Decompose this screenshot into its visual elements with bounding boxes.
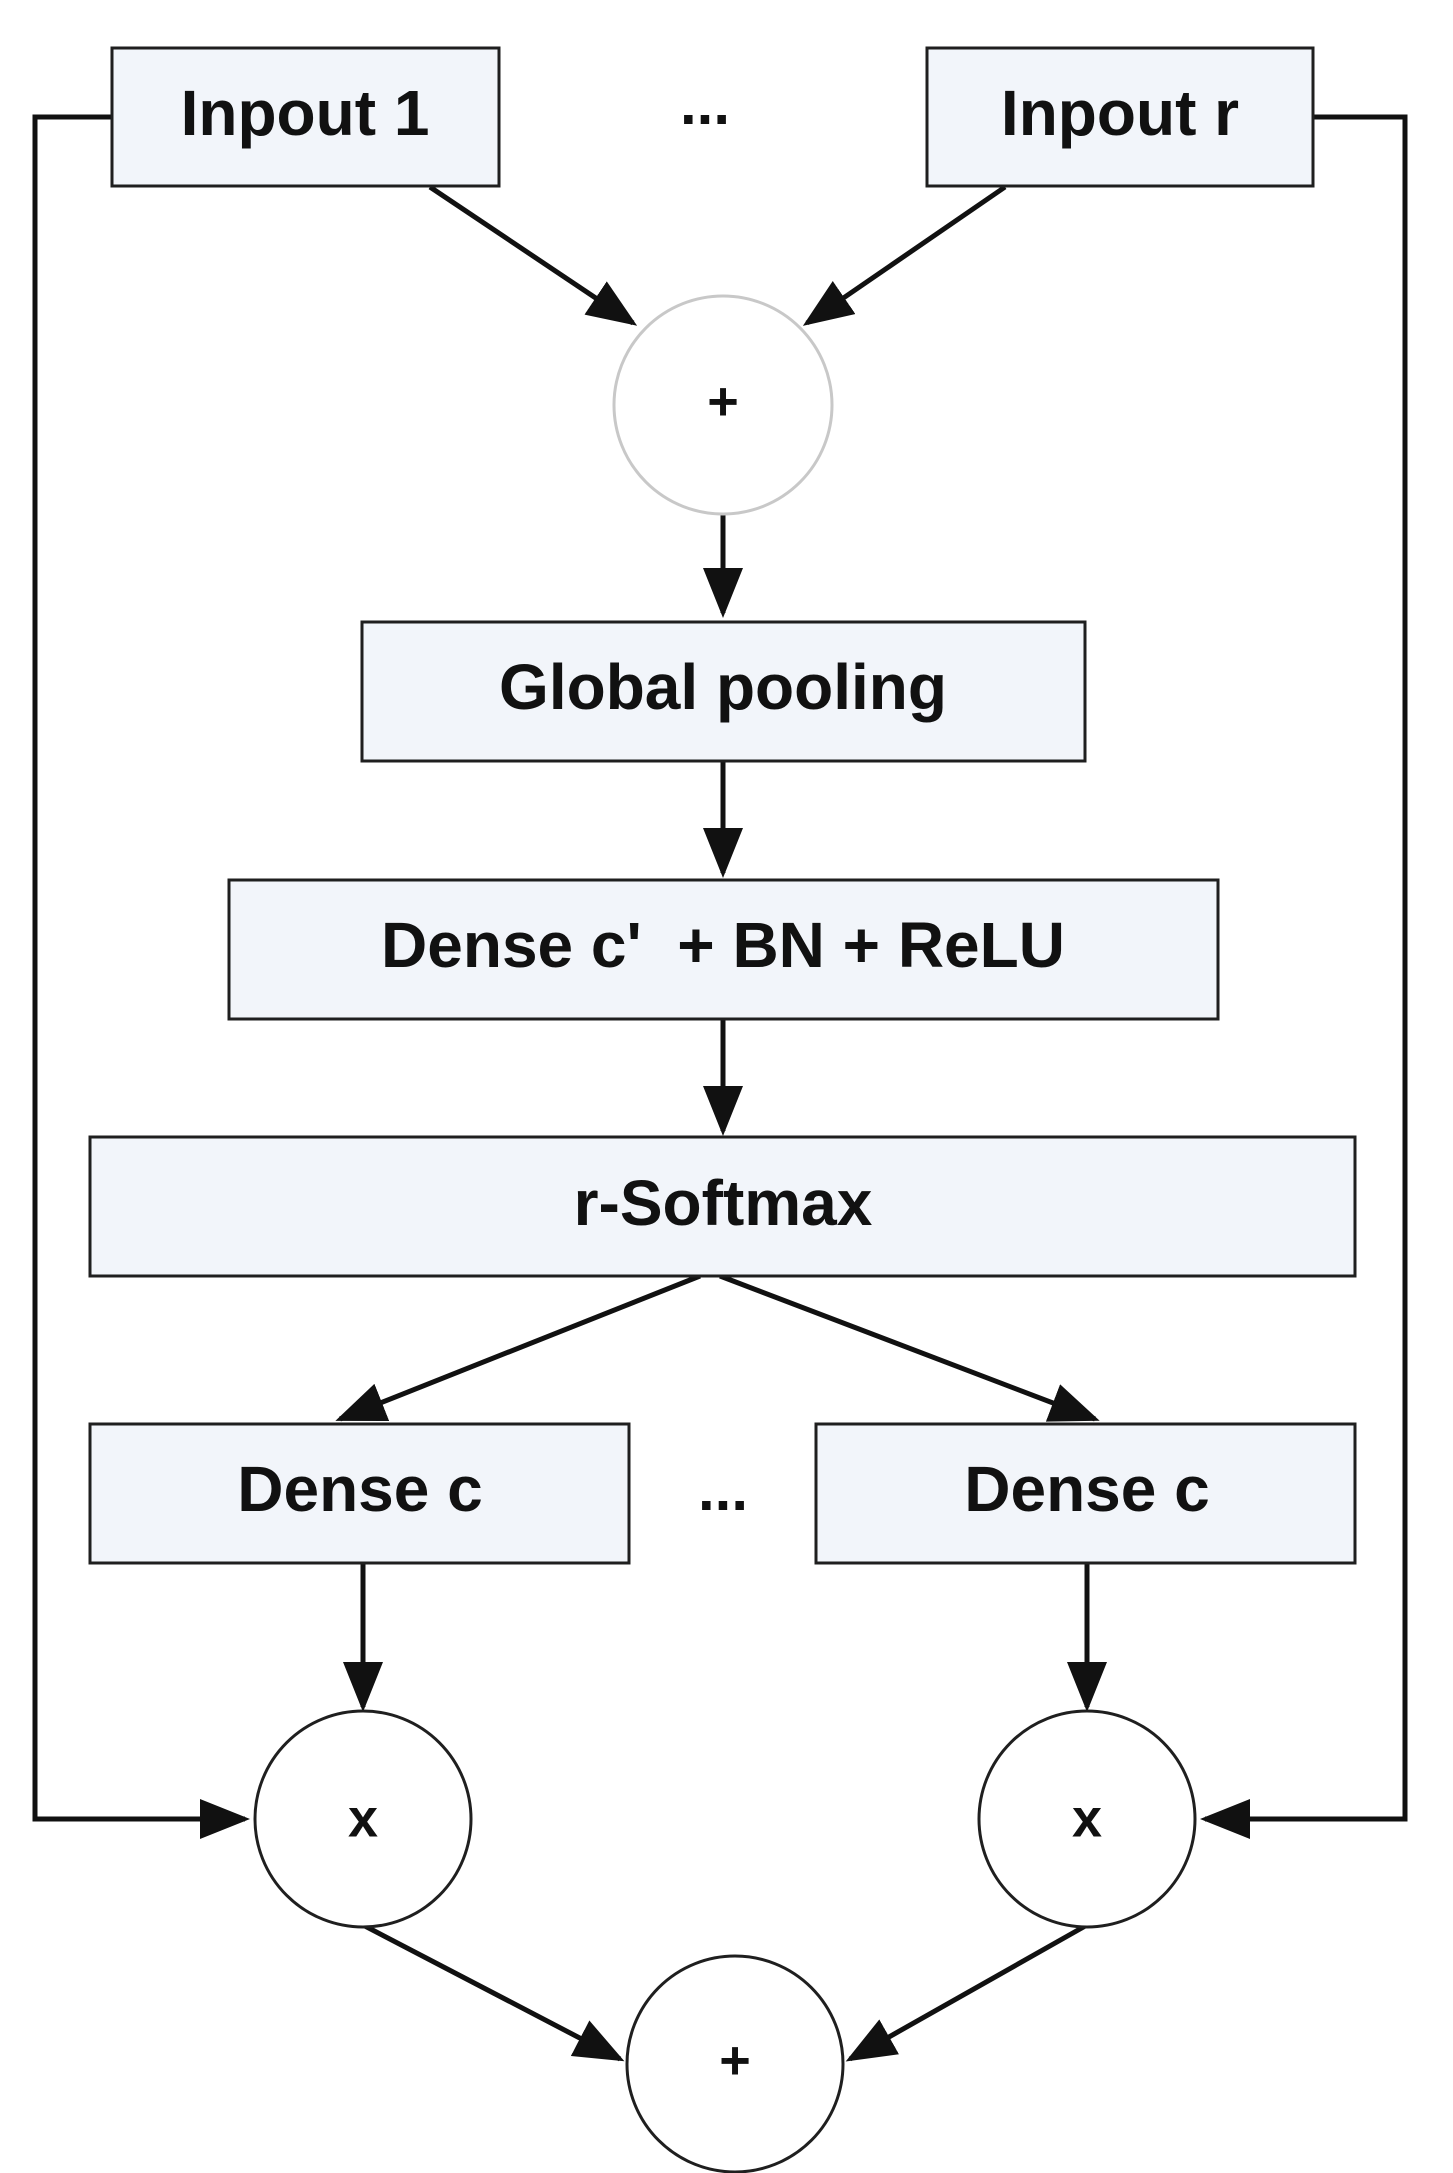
input-1-label: Inpout 1: [181, 77, 430, 149]
sum-bottom-symbol: +: [719, 2030, 751, 2090]
edge-multiply-left-to-sum: [361, 1922, 625, 2062]
dense-reduce-label: Dense c' + BN + ReLU: [381, 909, 1065, 981]
dense-reduce-node: Dense c' + BN + ReLU: [227, 878, 1220, 1021]
input-r-label: Inpout r: [1001, 77, 1239, 149]
inputs-ellipsis: ...: [680, 70, 730, 137]
multiply-left-symbol: x: [348, 1788, 378, 1848]
dense-right-label: Dense c: [964, 1453, 1209, 1525]
edges: [32, 114, 1408, 2062]
edge-inputr-skip-to-multiply: [1200, 114, 1408, 1839]
edge-input1-to-sum: [428, 184, 638, 326]
global-pooling-label: Global pooling: [499, 651, 947, 723]
edge-multiply-right-to-sum: [845, 1922, 1089, 2062]
dense-left-label: Dense c: [237, 1453, 482, 1525]
sum-top-node: +: [612, 294, 834, 516]
softmax-node: r-Softmax: [88, 1135, 1357, 1278]
sum-bottom-node: +: [625, 1954, 845, 2173]
multiply-right-symbol: x: [1072, 1788, 1102, 1848]
multiply-right-node: x: [977, 1709, 1197, 1929]
branches-ellipsis: ...: [698, 1456, 748, 1523]
edge-inputr-to-sum: [802, 184, 1007, 326]
input-1-node: Inpout 1: [110, 46, 501, 188]
dense-right-node: Dense c: [814, 1422, 1357, 1565]
dense-left-node: Dense c: [88, 1422, 631, 1565]
global-pooling-node: Global pooling: [360, 620, 1087, 763]
edge-input1-skip-to-multiply: [32, 114, 250, 1839]
softmax-label: r-Softmax: [574, 1167, 873, 1239]
sum-top-symbol: +: [707, 371, 739, 431]
edge-softmax-to-dense-right: [719, 1273, 1100, 1422]
edge-softmax-to-dense-left: [335, 1273, 701, 1422]
input-r-node: Inpout r: [925, 46, 1315, 188]
multiply-left-node: x: [253, 1709, 473, 1929]
